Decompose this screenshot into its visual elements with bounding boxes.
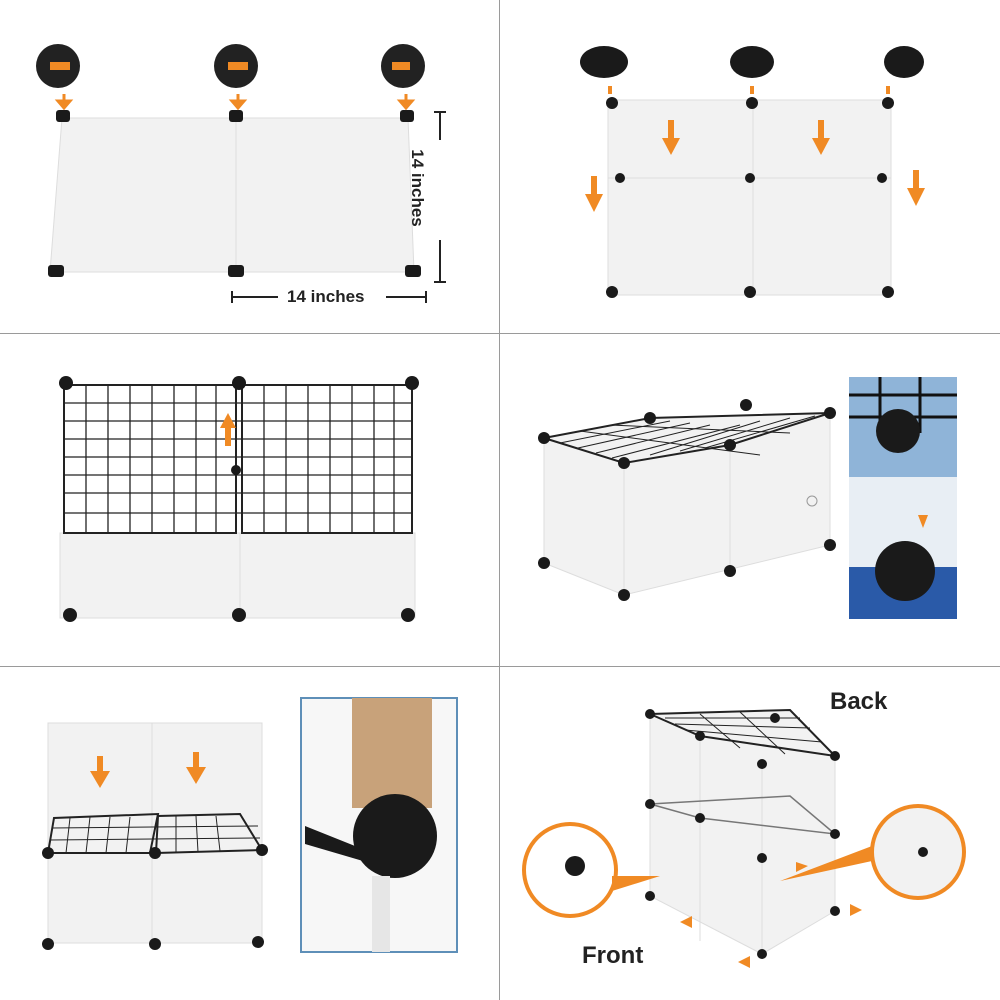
assembled-cube-illustration	[538, 377, 957, 619]
base-panels-illustration	[36, 44, 446, 303]
front-label: Front	[582, 942, 644, 969]
back-connector-callout	[780, 804, 966, 900]
divider-horizontal-1	[0, 333, 1000, 334]
connector-detail-icons	[36, 44, 425, 88]
side-panels-illustration	[580, 46, 925, 298]
stacked-cubes-illustration	[522, 708, 966, 968]
shelf-illustration	[42, 697, 458, 953]
step-2-side-panels	[500, 0, 1000, 333]
step-3-wire-grid-top	[0, 333, 500, 666]
step-4-assembled-cube-and-detail	[500, 333, 1000, 666]
connector-closeup-photo	[849, 377, 957, 619]
leg-closeup-photo	[300, 697, 458, 953]
height-dimension-label: 14 inches	[407, 149, 427, 227]
step-1-base-panels: 14 inches 14 inches	[0, 0, 500, 333]
divider-vertical	[499, 0, 500, 1000]
back-label: Back	[830, 688, 888, 715]
step-5-shelf-and-leg	[0, 666, 500, 999]
wire-grid-illustration	[59, 376, 419, 622]
front-connector-callout	[522, 822, 660, 918]
step-6-stacked-cubes: Back Front	[500, 666, 1000, 999]
divider-horizontal-2	[0, 666, 1000, 667]
width-dimension-label: 14 inches	[287, 287, 365, 306]
